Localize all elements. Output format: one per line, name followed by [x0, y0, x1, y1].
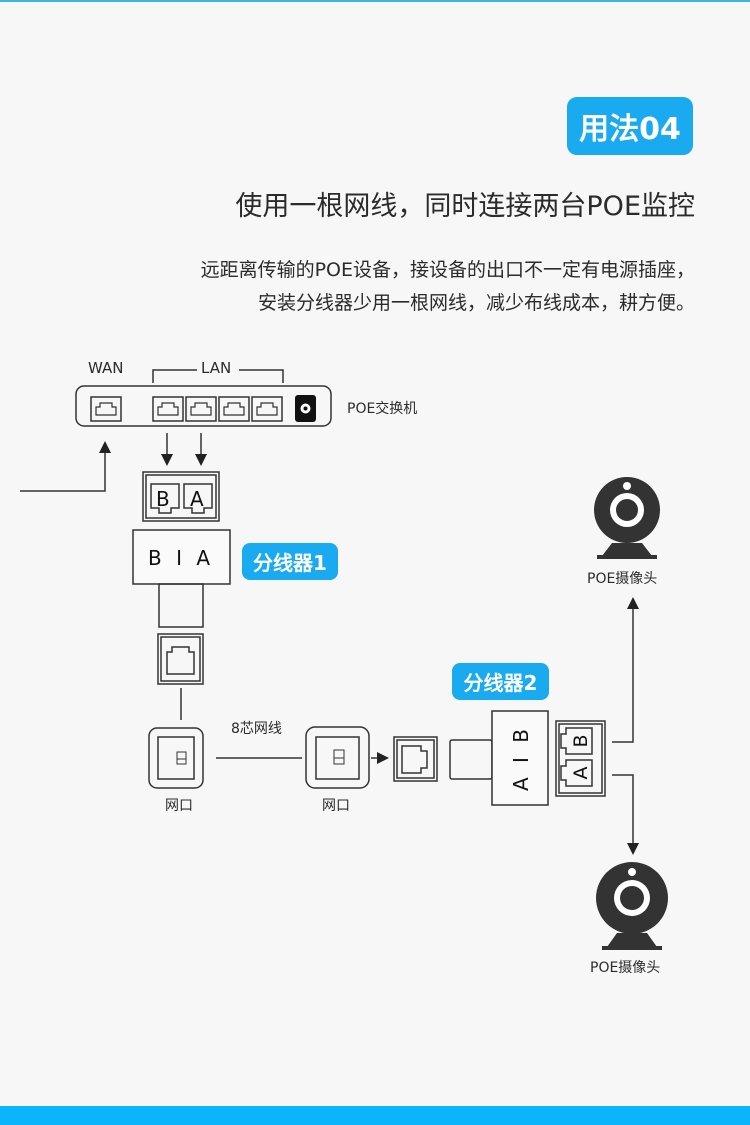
wall-port-1 — [148, 727, 204, 789]
wan-label: WAN — [88, 359, 124, 377]
splitter-body-label: B I A — [148, 546, 214, 570]
cable-label: 8芯网线 — [231, 721, 282, 737]
wall-port-2 — [305, 726, 370, 789]
description-line-2: 安装分线器少用一根网线，减少布线成本，耕方便。 — [257, 292, 695, 314]
port-a-label: A — [570, 767, 592, 780]
top-divider — [0, 0, 750, 2]
arrow-to-camera-2 — [612, 774, 639, 855]
lan-port — [251, 396, 283, 422]
switch-label: POE交换机 — [347, 401, 418, 417]
lan-label: LAN — [201, 359, 232, 377]
lan-port — [152, 396, 184, 422]
page-title: 使用一根网线，同时连接两台POE监控 — [235, 191, 695, 222]
poe-switch — [75, 369, 332, 427]
arrow-to-camera-1 — [612, 597, 639, 743]
splitter-1-badge: 分线器1 — [242, 543, 338, 580]
lan-port — [218, 396, 250, 422]
camera-label: POE摄像头 — [590, 960, 661, 976]
port-b-label: B — [156, 487, 170, 511]
wall-port-label: 网口 — [322, 798, 350, 814]
port-b-label: B — [570, 734, 592, 747]
lan-port — [185, 396, 217, 422]
camera-icon — [596, 862, 668, 950]
camera-icon — [594, 477, 660, 559]
splitter-body-label: A I B — [509, 725, 533, 791]
splitter-2-badge: 分线器2 — [452, 663, 549, 700]
splitter-1: B A B I A — [132, 471, 231, 685]
port-a-label: A — [190, 487, 204, 511]
wan-port — [90, 396, 122, 422]
usage-badge: 用法04 — [567, 97, 693, 155]
description-line-1: 远距离传输的POE设备，接设备的出口不一定有电源插座， — [200, 259, 695, 281]
camera-label: POE摄像头 — [587, 571, 658, 587]
lan-bracket — [152, 369, 284, 383]
splitter-2: A I B B A — [393, 710, 606, 806]
bottom-bar — [0, 1106, 750, 1125]
uplink-arrow — [20, 441, 111, 492]
wall-port-label: 网口 — [165, 798, 193, 814]
